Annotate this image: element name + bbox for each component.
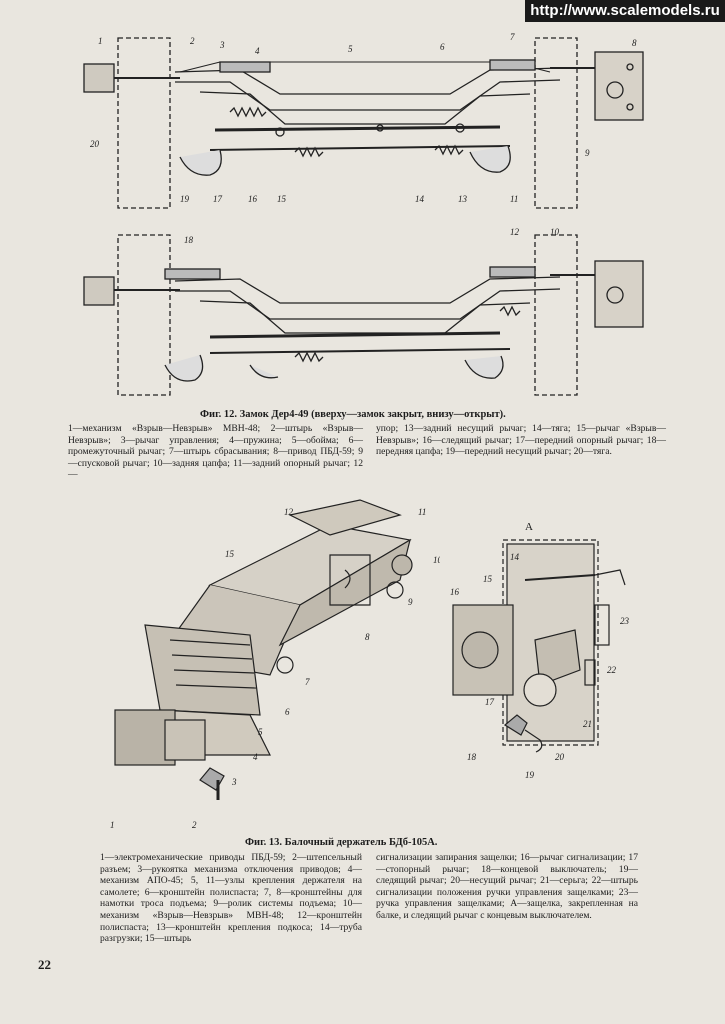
- svg-text:17: 17: [485, 697, 495, 707]
- svg-text:19: 19: [525, 770, 535, 780]
- page-number: 22: [38, 957, 51, 972]
- svg-text:17: 17: [213, 194, 223, 204]
- svg-text:13: 13: [458, 194, 468, 204]
- figure12-bottom-drawing: 18 12 10: [83, 227, 644, 396]
- svg-text:A: A: [525, 521, 533, 533]
- figure13-title: Фиг. 13. Балочный держатель БДб-105А.: [245, 837, 438, 848]
- svg-text:7: 7: [305, 677, 310, 687]
- svg-text:4: 4: [253, 752, 258, 762]
- svg-text:8: 8: [632, 38, 637, 48]
- svg-text:14: 14: [415, 194, 425, 204]
- svg-text:4: 4: [255, 46, 260, 56]
- svg-text:16: 16: [248, 194, 258, 204]
- figure12-title: Фиг. 12. Замок Дер4-49 (вверху—замок зак…: [200, 409, 506, 420]
- svg-text:8: 8: [365, 632, 370, 642]
- svg-text:6: 6: [440, 42, 445, 52]
- svg-text:11: 11: [510, 194, 518, 204]
- svg-text:2: 2: [190, 36, 195, 46]
- svg-text:5: 5: [348, 44, 353, 54]
- svg-text:2: 2: [192, 820, 197, 830]
- svg-text:1: 1: [110, 820, 115, 830]
- svg-text:12: 12: [284, 507, 294, 517]
- svg-text:18: 18: [467, 752, 477, 762]
- figure12-legend-left: 1—механизм «Взрыв—Невзрыв» МВН-48; 2—шты…: [68, 423, 363, 481]
- figure12-legend-right: упор; 13—задний несущий рычаг; 14—тяга; …: [376, 423, 666, 458]
- svg-text:23: 23: [620, 616, 630, 626]
- svg-text:3: 3: [231, 777, 237, 787]
- svg-text:19: 19: [180, 194, 190, 204]
- svg-text:3: 3: [219, 40, 225, 50]
- svg-text:15: 15: [225, 549, 235, 559]
- svg-text:10: 10: [550, 227, 560, 237]
- figure13-latch-callouts: A 14 15 16 17 18 19 20 21 22 23: [450, 521, 630, 780]
- svg-text:7: 7: [510, 32, 515, 42]
- figure13-latch-drawing: A 14 15 16 17 18 19 20 21 22 23: [450, 521, 630, 780]
- svg-text:14: 14: [510, 552, 520, 562]
- svg-text:20: 20: [555, 752, 565, 762]
- svg-text:11: 11: [418, 507, 426, 517]
- svg-text:1: 1: [98, 36, 103, 46]
- svg-text:22: 22: [607, 665, 617, 675]
- svg-text:6: 6: [285, 707, 290, 717]
- svg-text:5: 5: [258, 727, 263, 737]
- svg-text:10: 10: [433, 555, 440, 565]
- figure12-bottom-callouts: 18 12 10: [184, 227, 560, 245]
- figure13-holder-drawing: 123 456 789 101112 15: [110, 499, 440, 830]
- svg-text:15: 15: [483, 574, 493, 584]
- svg-text:9: 9: [585, 148, 590, 158]
- watermark[interactable]: http://www.scalemodels.ru: [525, 0, 725, 22]
- figure13-legend-right: сигнализации запирания защелки; 16—рычаг…: [376, 852, 638, 921]
- svg-text:16: 16: [450, 587, 460, 597]
- svg-text:18: 18: [184, 235, 194, 245]
- svg-text:12: 12: [510, 227, 520, 237]
- figure12-top-drawing: 1 2 3 4 5 6 7 8 9 11 13 14 15 16 17 19 20: [83, 32, 644, 209]
- figure13-legend-left: 1—электромеханические приводы ПБД-59; 2—…: [100, 852, 362, 945]
- svg-text:21: 21: [583, 719, 592, 729]
- svg-text:9: 9: [408, 597, 413, 607]
- figure12-top-callouts: 1 2 3 4 5 6 7 8 9 11 13 14 15 16 17 19 20: [90, 32, 637, 204]
- figure13-holder-callouts: 123 456 789 101112 15: [110, 507, 440, 830]
- svg-text:15: 15: [277, 194, 287, 204]
- svg-text:20: 20: [90, 139, 100, 149]
